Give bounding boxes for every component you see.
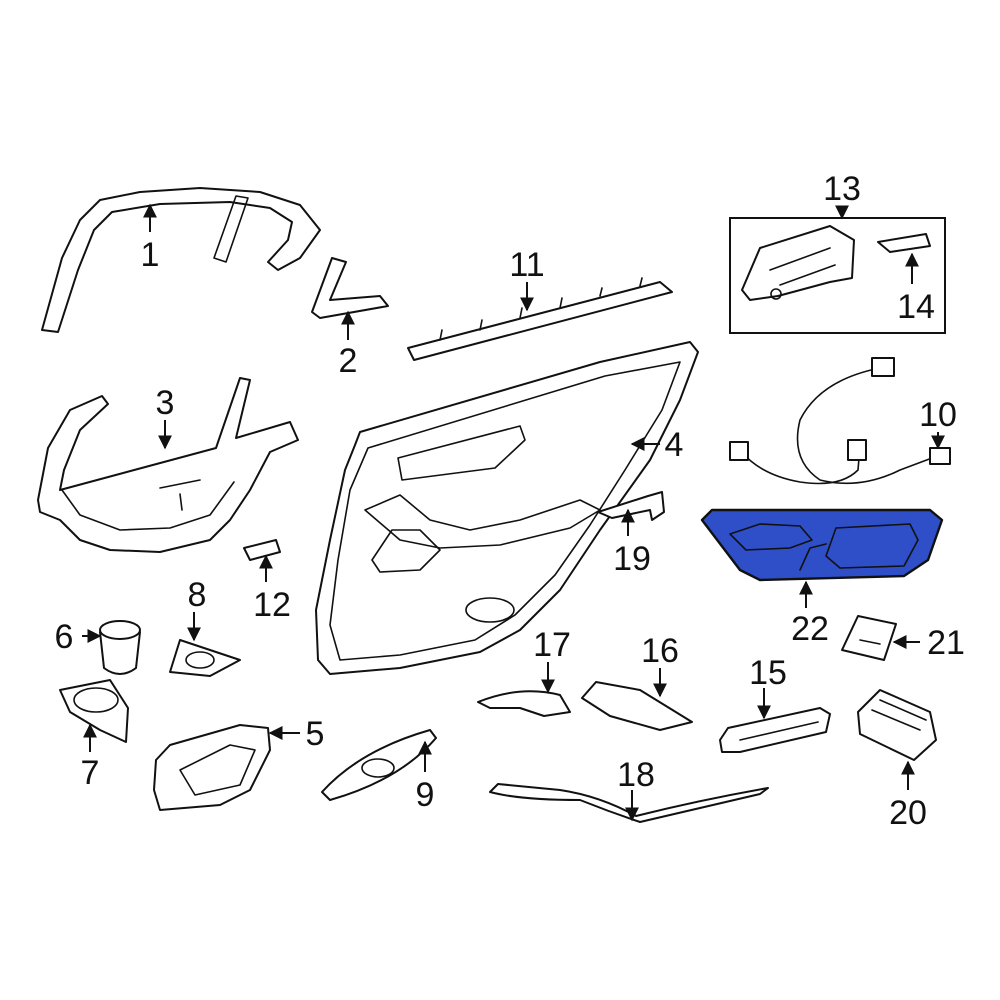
callout-11: 11 [509, 246, 544, 284]
part-22-armrest-panel[interactable] [700, 508, 944, 582]
callout-18: 18 [617, 756, 655, 794]
part-17-trim-cap[interactable] [477, 690, 571, 717]
callout-1: 1 [141, 236, 160, 274]
callout-3: 3 [156, 384, 175, 422]
part-19-hook-bracket[interactable] [597, 491, 665, 521]
callout-21: 21 [927, 624, 965, 662]
callout-12: 12 [253, 586, 291, 624]
part-6-cup[interactable] [99, 620, 141, 675]
callout-20: 20 [889, 794, 927, 832]
part-14-handle-piece[interactable] [877, 233, 931, 253]
part-8-tweeter-cover[interactable] [169, 639, 241, 677]
part-10-wiring-harness[interactable] [729, 357, 951, 485]
part-21-switch[interactable] [841, 615, 897, 661]
part-5-pocket-bracket[interactable] [153, 724, 271, 811]
callout-22: 22 [791, 610, 829, 648]
callout-9: 9 [416, 776, 435, 814]
part-16-trim-piece[interactable] [581, 681, 693, 731]
callout-13: 13 [823, 170, 861, 208]
callout-10: 10 [919, 396, 957, 434]
leader-lines [82, 203, 945, 822]
callout-8: 8 [188, 576, 207, 614]
part-15-armrest[interactable] [719, 707, 831, 753]
callout-17: 17 [533, 626, 571, 664]
part-12-clip[interactable] [243, 539, 281, 561]
part-18-seal-strip[interactable] [489, 783, 769, 823]
callout-7: 7 [81, 754, 100, 792]
part-11-belt-strip[interactable] [407, 277, 673, 361]
callout-6: 6 [55, 618, 74, 656]
callout-14: 14 [897, 288, 935, 326]
callout-5: 5 [306, 715, 325, 753]
part-1-window-molding[interactable] [41, 187, 321, 333]
callout-4: 4 [665, 426, 684, 464]
callout-labels: 1 2 3 4 5 6 7 8 9 10 11 12 13 14 15 16 1… [55, 170, 965, 832]
part-7-speaker-bezel[interactable] [59, 679, 129, 743]
callout-16: 16 [641, 632, 679, 670]
part-13-inside-handle[interactable] [741, 225, 855, 301]
part-3-door-carrier[interactable] [37, 377, 299, 553]
part-20-switch-module[interactable] [857, 689, 937, 761]
callout-15: 15 [749, 654, 787, 692]
part-9-speaker-grille[interactable] [321, 729, 437, 801]
callout-2: 2 [339, 342, 358, 380]
callout-19: 19 [613, 540, 651, 578]
part-2-corner-trim[interactable] [311, 257, 389, 319]
part-4-door-panel[interactable] [315, 341, 699, 675]
